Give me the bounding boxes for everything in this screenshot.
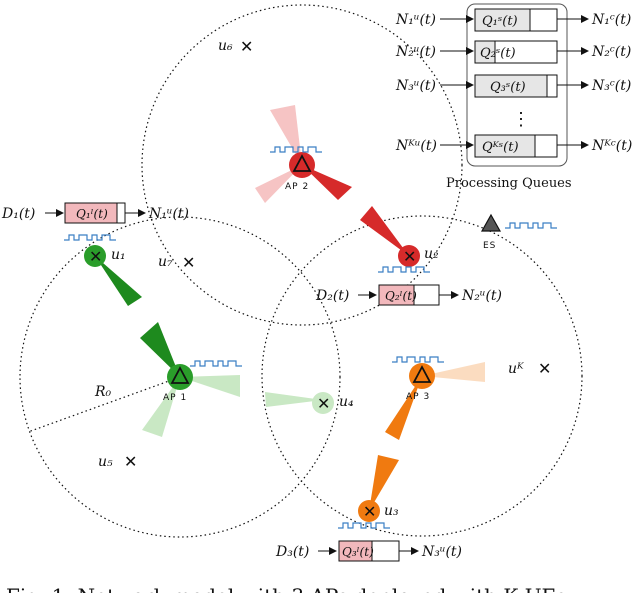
server-queue-row-3: N₃ᵘ(t) Q₃ˢ(t) N₃ᶜ(t) xyxy=(395,74,631,98)
server-queue-1-name: Q₁ˢ(t) xyxy=(482,14,518,29)
ap2-node: AP 2 xyxy=(285,152,315,192)
ue-u1-cross-icon: ✕ xyxy=(89,247,102,266)
es-label: ES xyxy=(483,241,496,251)
server-queue-2-input: N₂ᵘ(t) xyxy=(395,44,436,60)
ap1-beams xyxy=(95,256,323,437)
local-queue-3-name: Q₃ˡ(t) xyxy=(342,545,374,559)
processing-queues-title: Processing Queues xyxy=(446,176,572,191)
server-queue-ellipsis: ⋮ xyxy=(512,109,530,130)
ue-u1-label: u₁ xyxy=(111,247,126,263)
ue-u6-cross-icon: ✕ xyxy=(240,37,253,56)
ue-u6-label: u₆ xyxy=(218,38,233,54)
coverage-circle-ap3 xyxy=(261,215,583,537)
server-queue-K-name: Qᴷˢ(t) xyxy=(482,140,519,155)
figure-caption: Fig. 1: Network model with 3 APs deploye… xyxy=(6,584,566,593)
ue-u4-label: u₄ xyxy=(339,394,354,410)
edge-server: ES xyxy=(480,213,502,251)
ue-u3-cross-icon: ✕ xyxy=(363,502,376,521)
local-queue-2: D₂(t) Q₂ˡ(t) N₂ᵘ(t) xyxy=(315,284,502,306)
local-queue-3-input: D₃(t) xyxy=(275,544,309,560)
ap2-triangle-icon xyxy=(292,154,312,172)
local-queue-2-name: Q₂ˡ(t) xyxy=(385,289,417,303)
ap3-node: AP 3 xyxy=(406,363,435,402)
server-queue-row-K: Nᴷᵘ(t) Qᴷˢ(t) Nᴷᶜ(t) xyxy=(395,134,632,158)
ue-u2-dot xyxy=(398,245,420,267)
ap1-node: AP 1 xyxy=(163,364,193,403)
processing-queues-panel: Processing Queues N₁ᵘ(t) Q₁ˢ(t) N₁ᶜ(t) N… xyxy=(395,3,632,191)
radius-label: R₀ xyxy=(94,384,112,400)
ap2-label: AP 2 xyxy=(285,182,309,192)
ue-u1-dot xyxy=(84,245,106,267)
ue-u7-cross-icon: ✕ xyxy=(182,253,195,272)
server-queue-2-name: Q₂ˢ(t) xyxy=(480,46,516,61)
es-triangle-icon xyxy=(480,213,502,232)
ue-u5-label: u₅ xyxy=(98,454,113,470)
ue-u2-label: u₂ xyxy=(424,246,439,262)
ue-u5-cross-icon: ✕ xyxy=(124,452,137,471)
local-queue-1-input: D₁(t) xyxy=(1,206,35,222)
ue-uK-label: uᴷ xyxy=(508,361,525,377)
ap2-beams xyxy=(255,105,409,256)
ue-u2-cross-icon: ✕ xyxy=(403,247,416,266)
server-queue-3-output: N₃ᶜ(t) xyxy=(591,78,631,94)
local-queue-1-name: Q₁ˡ(t) xyxy=(76,207,108,221)
ue-u3-dot xyxy=(358,500,380,522)
ue-u3-label: u₃ xyxy=(384,503,399,519)
ap3-label: AP 3 xyxy=(406,392,430,402)
local-queue-2-output: N₂ᵘ(t) xyxy=(461,288,502,304)
ue-u4-cross-icon: ✕ xyxy=(317,394,330,413)
ue-uK-cross-icon: ✕ xyxy=(538,359,551,378)
local-queue-1-output: N₁ᵘ(t) xyxy=(148,206,189,222)
ap3-triangle-icon xyxy=(412,365,432,383)
coverage-circle-ap2 xyxy=(141,4,463,326)
coverage-circle-ap1 xyxy=(19,216,341,538)
ap3-beams xyxy=(369,362,485,511)
server-queue-3-input: N₃ᵘ(t) xyxy=(395,78,436,94)
server-queue-3-name: Q₃ˢ(t) xyxy=(490,80,526,95)
ap1-triangle-icon xyxy=(170,366,190,384)
local-queue-3-output: N₃ᵘ(t) xyxy=(421,544,462,560)
pulse-signals xyxy=(64,146,557,529)
server-queue-row-1: N₁ᵘ(t) Q₁ˢ(t) N₁ᶜ(t) xyxy=(395,8,631,32)
server-queue-1-input: N₁ᵘ(t) xyxy=(395,12,436,28)
ap1-label: AP 1 xyxy=(163,393,187,403)
server-queue-row-2: N₂ᵘ(t) Q₂ˢ(t) N₂ᶜ(t) xyxy=(395,40,631,64)
ue-u7-label: u₇ xyxy=(158,254,173,270)
ue-u4-dot xyxy=(312,392,334,414)
server-queue-2-output: N₂ᶜ(t) xyxy=(591,44,631,60)
local-queue-3: D₃(t) Q₃ˡ(t) N₃ᵘ(t) xyxy=(275,540,462,562)
local-queue-1: D₁(t) Q₁ˡ(t) N₁ᵘ(t) xyxy=(1,202,189,224)
server-queue-K-output: Nᴷᶜ(t) xyxy=(591,138,632,154)
server-queue-1-output: N₁ᶜ(t) xyxy=(591,12,631,28)
server-queue-K-input: Nᴷᵘ(t) xyxy=(395,138,437,154)
local-queue-2-input: D₂(t) xyxy=(315,288,349,304)
